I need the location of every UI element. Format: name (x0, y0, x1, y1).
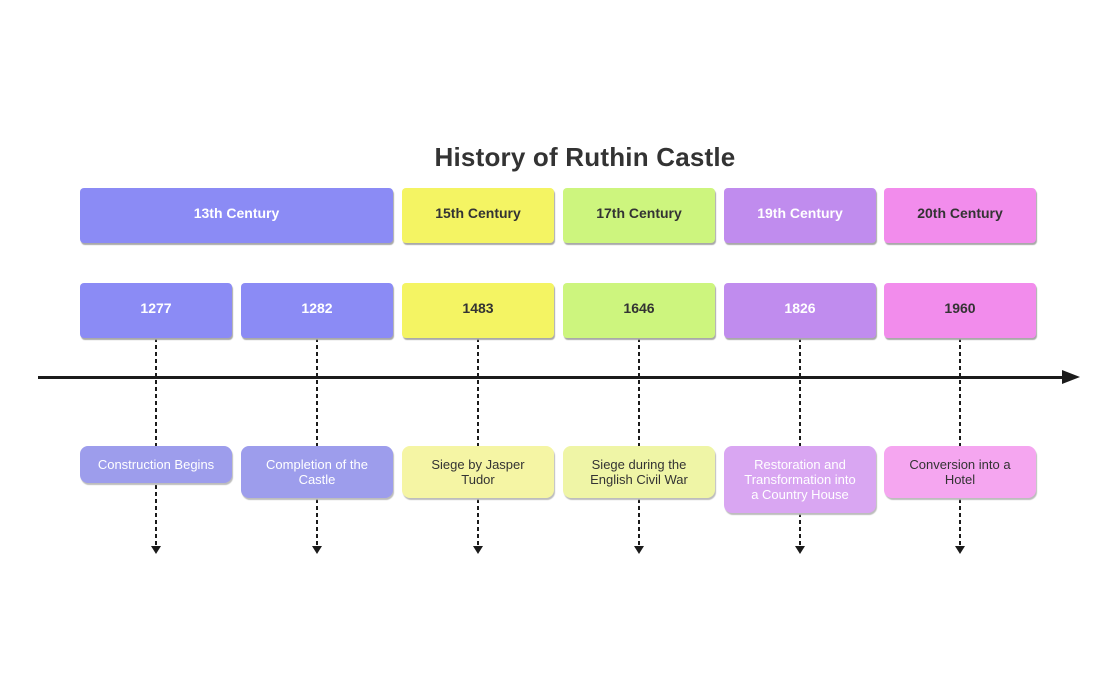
year-box: 1483 (402, 283, 554, 338)
century-band: 19th Century (724, 188, 876, 243)
connector-dashed-line (316, 338, 318, 546)
event-box: Conversion into a Hotel (884, 446, 1036, 498)
event-box: Completion of the Castle (241, 446, 393, 498)
century-band: 17th Century (563, 188, 715, 243)
event-box: Siege by Jasper Tudor (402, 446, 554, 498)
connector-dashed-line (638, 338, 640, 546)
timeline-axis (38, 376, 1066, 379)
diagram-title: History of Ruthin Castle (434, 142, 736, 172)
connector-dashed-line (799, 338, 801, 546)
connector-dashed-line (155, 338, 157, 546)
century-band: 20th Century (884, 188, 1036, 243)
century-band: 13th Century (80, 188, 393, 243)
connector-dashed-line (959, 338, 961, 546)
event-box: Restoration and Transformation into a Co… (724, 446, 876, 513)
connector-arrowhead-icon (795, 546, 805, 554)
year-box: 1277 (80, 283, 232, 338)
year-box: 1282 (241, 283, 393, 338)
year-box: 1646 (563, 283, 715, 338)
year-box: 1826 (724, 283, 876, 338)
event-box: Siege during the English Civil War (563, 446, 715, 498)
event-box: Construction Begins (80, 446, 232, 483)
connector-arrowhead-icon (634, 546, 644, 554)
axis-arrowhead-icon (1062, 370, 1080, 384)
connector-arrowhead-icon (312, 546, 322, 554)
connector-dashed-line (477, 338, 479, 546)
connector-arrowhead-icon (955, 546, 965, 554)
year-box: 1960 (884, 283, 1036, 338)
connector-arrowhead-icon (473, 546, 483, 554)
century-band: 15th Century (402, 188, 554, 243)
connector-arrowhead-icon (151, 546, 161, 554)
